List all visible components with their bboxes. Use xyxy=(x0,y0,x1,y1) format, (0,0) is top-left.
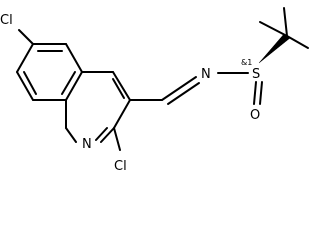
atom-o: O xyxy=(250,108,260,123)
bond-n1-c8a xyxy=(65,127,77,143)
bond-inner-3 xyxy=(23,71,37,95)
atom-cl-top: Cl xyxy=(0,13,13,28)
bond-cl-c6 xyxy=(18,29,34,45)
atom-cl-bottom: Cl xyxy=(114,159,127,174)
bond-inner-5 xyxy=(95,127,108,141)
bond-c2-cl xyxy=(113,127,121,151)
atom-labels: Cl N Cl N S O &1 xyxy=(0,13,260,174)
bond-c5-c4a xyxy=(65,43,83,73)
stereo-label: &1 xyxy=(241,58,252,67)
bond-s-o-2 xyxy=(259,81,263,105)
bond-c7-c6 xyxy=(16,43,34,73)
bond-ch-n-2 xyxy=(167,82,200,105)
bond-c8-c7 xyxy=(16,71,34,101)
bond-inner-2 xyxy=(61,71,76,95)
molecule-structure: Cl N Cl N S O &1 xyxy=(0,7,309,174)
bond-cq-me-top xyxy=(283,7,288,37)
bond-inner-4 xyxy=(112,78,125,99)
bond-cq-me-right xyxy=(286,35,309,49)
bond-s-o xyxy=(253,81,257,105)
atom-s: S xyxy=(252,67,260,82)
bond-cq-me-left xyxy=(259,21,288,37)
bonds xyxy=(16,7,309,151)
bond-c3-c2 xyxy=(113,99,131,129)
bond-c4-c3 xyxy=(112,71,131,101)
atom-n-imine: N xyxy=(201,67,211,82)
bond-c4a-c8a xyxy=(65,71,83,101)
bond-c2-n1 xyxy=(100,127,115,143)
atom-n-ring: N xyxy=(82,137,92,152)
wedge-bond-s-cq xyxy=(258,33,291,64)
bond-ch-n xyxy=(161,76,197,101)
